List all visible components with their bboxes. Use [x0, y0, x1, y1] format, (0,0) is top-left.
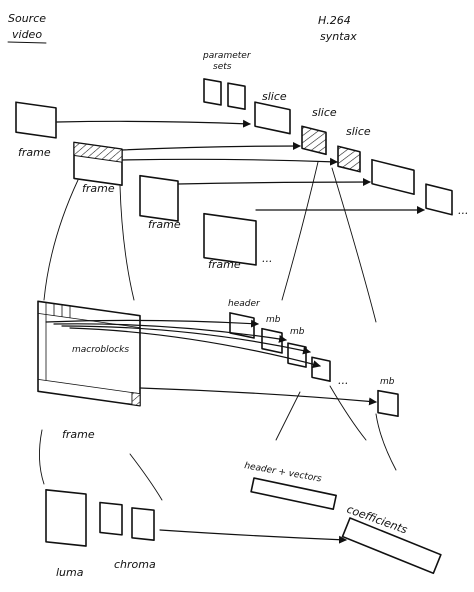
frame-box-4: [203, 212, 257, 266]
frame-ellipsis: ...: [262, 252, 273, 265]
frame-label-2: frame: [82, 182, 115, 195]
slice-box-3: [337, 145, 361, 173]
arrow-mb-3: [61, 325, 311, 355]
parameter-sets-label-2: sets: [213, 62, 232, 72]
coefficients-box: [341, 517, 442, 575]
parameter-set-box-2: [227, 82, 246, 111]
expand-curve-mb-mid: [329, 385, 367, 441]
header-vectors-box: [250, 477, 337, 510]
slice-box-4: [371, 158, 415, 196]
expand-curve-mb-left: [275, 391, 301, 441]
heading-video: video: [12, 28, 42, 41]
arrow-frame3-slice4: [177, 178, 371, 187]
stream-ellipsis: ...: [458, 204, 469, 217]
mb-ellipsis: ...: [338, 374, 349, 387]
frame-box-2-group: [73, 141, 123, 186]
slice-label-2: slice: [312, 106, 337, 119]
expand-curve-frame-left: [39, 429, 45, 485]
slice-box-2: [301, 125, 327, 156]
expand-curve-right: [119, 185, 135, 301]
luma-box: [45, 489, 87, 547]
slice-label-3: slice: [346, 125, 371, 138]
mb-box-1: [261, 327, 283, 354]
heading-underline: [7, 41, 47, 44]
frame-box-3: [139, 174, 179, 222]
arrow-frame1-slice1: [56, 119, 251, 128]
last-macroblock: [131, 392, 141, 407]
frame-label-big: frame: [62, 428, 95, 441]
expand-curve-frame-right: [129, 453, 163, 501]
arrow-frame2-slice2: [121, 142, 301, 151]
mb-box-3: [311, 356, 331, 382]
arrow-chroma-coefficients: [159, 529, 347, 544]
chroma-box-1: [99, 501, 123, 536]
slice-box-1: [254, 101, 291, 135]
arrow-mb-2: [53, 323, 287, 343]
frame-label-4: frame: [208, 258, 241, 271]
expand-curve-slice-left: [281, 161, 319, 301]
arrow-frame2-slice3: [121, 157, 338, 166]
heading-source: Source: [8, 12, 46, 25]
slice-label-1: slice: [262, 90, 287, 103]
heading-h264: H.264: [318, 14, 351, 27]
expand-curve-slice-right: [331, 167, 377, 323]
expand-curve-left: [43, 179, 79, 301]
frame-label-3: frame: [148, 218, 181, 231]
frame-label-1: frame: [18, 146, 51, 159]
header-label: header: [228, 299, 261, 309]
mb-label-1: mb: [266, 315, 281, 325]
heading-syntax: syntax: [320, 30, 357, 43]
chroma-box-2: [131, 507, 155, 541]
parameter-set-box-1: [203, 78, 222, 106]
parameter-sets-label: parameter: [202, 51, 252, 61]
chroma-label: chroma: [114, 558, 156, 571]
mb-box-2: [287, 342, 307, 368]
arrow-mb-last: [139, 387, 377, 406]
arrow-mb-1: [45, 319, 259, 328]
frame-2-slice-band: [73, 141, 123, 163]
mb-label-3: mb: [380, 377, 395, 387]
arrow-mb-4: [69, 327, 321, 369]
mb-label-2: mb: [290, 327, 305, 337]
slice-box-5: [425, 183, 453, 216]
frame-box-1: [15, 101, 57, 139]
luma-label: luma: [56, 566, 84, 579]
expand-curve-mb-right: [375, 413, 397, 471]
mb-box-last: [377, 389, 399, 417]
mb-row-line-2: [38, 378, 140, 395]
macroblocks-label: macroblocks: [72, 345, 129, 355]
